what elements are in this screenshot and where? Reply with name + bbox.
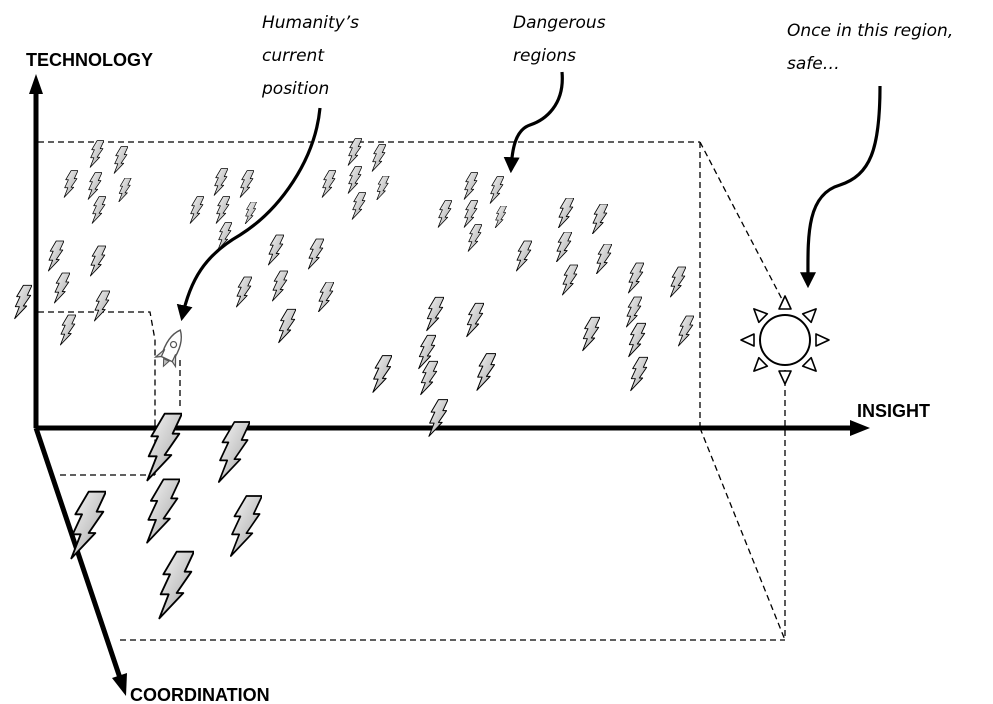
lightning-bolt-icon: [625, 296, 642, 328]
dangerous-annotation: Dangerous regions: [513, 13, 606, 66]
lightning-bolt-icon: [278, 308, 296, 344]
lightning-bolt-icon: [476, 353, 496, 391]
lightning-bolt-icon: [372, 355, 392, 393]
lightning-bolt-icon: [93, 290, 110, 322]
lightning-bolt-icon: [307, 238, 324, 270]
dangerous-pointer-arrow: [503, 71, 564, 174]
lightning-bolt-icon: [466, 302, 484, 338]
lightning-bolt-icon: [555, 232, 572, 262]
lightning-bolt-icon: [426, 296, 444, 332]
lightning-bolt-icon: [428, 399, 448, 437]
lightning-bolt-icon: [59, 314, 76, 346]
coordination-axis-label: COORDINATION: [130, 685, 270, 704]
lightning-bolt-icon: [561, 264, 578, 296]
lightning-bolt-icon: [351, 192, 366, 220]
humanity-line-2: current: [262, 46, 325, 66]
lightning-bolt-icon: [489, 176, 504, 204]
lightning-bolt-icon: [118, 178, 132, 202]
lightning-bolt-icon: [376, 176, 390, 200]
lightning-bolt-icon: [14, 284, 32, 320]
coordination-axis: [33, 427, 123, 679]
humanity-annotation: Humanity’s current position: [261, 13, 359, 99]
lightning-bolt-icon: [89, 140, 104, 168]
lightning-bolt-icon: [463, 200, 478, 228]
safe-line-1: Once in this region,: [787, 21, 953, 41]
lightning-bolt-icon: [271, 270, 288, 302]
insight-axis-arrowhead: [850, 420, 870, 436]
lightning-bolt-icon: [515, 240, 532, 272]
humanity-pointer-arrow: [176, 107, 322, 322]
lightning-bolt-icon: [47, 240, 64, 272]
lightning-bolt-icon: [628, 322, 646, 358]
lightning-bolt-icon: [321, 170, 336, 198]
lightning-bolt-icon: [467, 224, 482, 252]
technology-axis-arrowhead: [29, 74, 43, 94]
safe-region-box: [38, 141, 786, 641]
lightning-bolt-icon: [557, 198, 574, 228]
lightning-bolt-icon: [217, 421, 250, 483]
lightning-bolt-icon: [347, 166, 362, 194]
lightning-bolt-icon: [582, 316, 600, 352]
lightning-bolt-icon: [70, 490, 106, 560]
sun-icon: [740, 295, 830, 385]
humanity-line-3: position: [261, 79, 329, 99]
lightning-bolt-icon: [591, 204, 608, 234]
rocket-icon: [153, 329, 182, 369]
lightning-bolt-icon: [630, 356, 648, 392]
lightning-bolt-icon: [215, 196, 230, 224]
lightning-bolt-icon: [158, 550, 194, 620]
lightning-bolt-icon: [113, 146, 128, 174]
humanity-line-1: Humanity’s: [262, 13, 359, 33]
dangerous-line-2: regions: [513, 46, 576, 66]
lightning-bolt-icon: [229, 495, 262, 557]
lightning-bolt-icon: [189, 196, 204, 224]
lightning-bolt-icon: [213, 168, 228, 196]
lightning-bolt-icon: [627, 262, 644, 294]
lightning-bolt-icon: [244, 202, 257, 224]
lightning-bolt-icon: [53, 272, 70, 304]
lightning-bolt-icon: [347, 138, 362, 166]
lightning-bolt-icon: [669, 266, 686, 298]
lightning-bolt-icon: [146, 412, 182, 482]
lightning-bolt-icon: [437, 200, 452, 228]
insight-axis-label: INSIGHT: [857, 401, 930, 421]
lightning-bolt-icon: [595, 244, 612, 274]
lightning-bolt-icon: [371, 144, 386, 172]
lightning-bolt-icon: [235, 276, 252, 308]
lightning-bolt-icon: [463, 172, 478, 200]
technology-axis-label: TECHNOLOGY: [26, 50, 153, 70]
lightning-field: [14, 138, 694, 620]
lightning-bolt-icon: [420, 360, 438, 396]
lightning-bolt-icon: [89, 245, 106, 277]
lightning-bolt-icon: [267, 234, 284, 266]
safe-line-2: safe…: [787, 54, 840, 74]
lightning-bolt-icon: [494, 206, 507, 228]
lightning-bolt-icon: [146, 478, 180, 544]
lightning-bolt-icon: [91, 196, 106, 224]
coordination-axis-arrowhead: [112, 673, 127, 696]
lightning-bolt-icon: [677, 315, 694, 347]
safe-annotation: Once in this region, safe…: [787, 21, 953, 74]
safe-pointer-arrow: [799, 85, 882, 289]
lightning-bolt-icon: [317, 282, 334, 312]
lightning-bolt-icon: [239, 170, 254, 198]
dangerous-line-1: Dangerous: [513, 13, 606, 33]
lightning-bolt-icon: [63, 170, 78, 198]
lightning-bolt-icon: [87, 172, 102, 200]
